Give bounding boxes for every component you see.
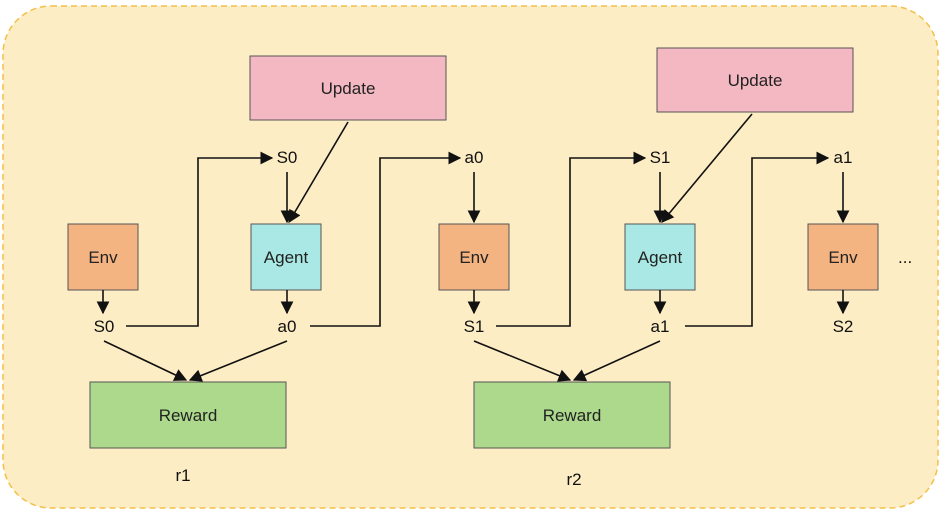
reward-box-1-label: Reward: [159, 406, 218, 425]
state-label-s2-bottom: S2: [833, 317, 854, 336]
env-box-3: Env: [807, 223, 879, 291]
reward-value-r1: r1: [175, 466, 190, 485]
update-box-2-label: Update: [728, 71, 783, 90]
env-box-2: Env: [438, 223, 510, 291]
env-box-1-label: Env: [88, 248, 118, 267]
env-box-1-rect: [67, 223, 139, 291]
edge-s0-to-reward1: [103, 340, 188, 381]
update-box-2-rect: [656, 47, 854, 113]
edge-s1-to-s1-top: [496, 151, 647, 327]
agent-box-1-rect: [250, 223, 322, 291]
edge-a1-to-a1-top: [685, 151, 830, 327]
edge-s0-to-s0-top: [126, 151, 274, 327]
env-box-2-label: Env: [459, 248, 489, 267]
action-label-a0-bottom: a0: [278, 317, 297, 336]
env-box-3-rect: [807, 223, 879, 291]
state-label-s0-bottom: S0: [94, 317, 115, 336]
reward-box-2-rect: [473, 381, 671, 449]
agent-box-1-label: Agent: [264, 248, 309, 267]
reward-box-2: Reward: [473, 381, 671, 449]
edge-a1-to-reward2: [572, 340, 661, 382]
edge-s1-to-reward2: [473, 340, 572, 382]
agent-box-2-rect: [624, 223, 696, 291]
reward-box-1: Reward: [89, 381, 287, 449]
action-label-a1-top: a1: [834, 148, 853, 167]
agent-box-1: Agent: [250, 223, 322, 291]
action-label-a1-bottom: a1: [651, 317, 670, 336]
env-box-3-label: Env: [828, 248, 858, 267]
env-box-1: Env: [67, 223, 139, 291]
action-label-a0-top: a0: [465, 148, 484, 167]
reward-box-2-label: Reward: [543, 406, 602, 425]
state-label-s1-top: S1: [650, 148, 671, 167]
env-box-2-rect: [438, 223, 510, 291]
update-box-1: Update: [249, 55, 447, 121]
state-label-s1-bottom: S1: [464, 317, 485, 336]
update-box-1-rect: [249, 55, 447, 121]
reward-box-1-rect: [89, 381, 287, 449]
update-box-2: Update: [656, 47, 854, 113]
edge-a0-to-a0-top: [310, 151, 462, 327]
edge-update2-to-agent2: [661, 113, 753, 223]
edge-update1-to-agent1: [288, 121, 349, 224]
state-label-s0-top: S0: [277, 148, 298, 167]
reward-value-r2: r2: [566, 470, 581, 489]
agent-box-2-label: Agent: [638, 248, 683, 267]
continuation-ellipsis: ...: [898, 248, 912, 267]
update-box-1-label: Update: [321, 79, 376, 98]
agent-box-2: Agent: [624, 223, 696, 291]
edge-a0-to-reward1: [188, 340, 288, 382]
